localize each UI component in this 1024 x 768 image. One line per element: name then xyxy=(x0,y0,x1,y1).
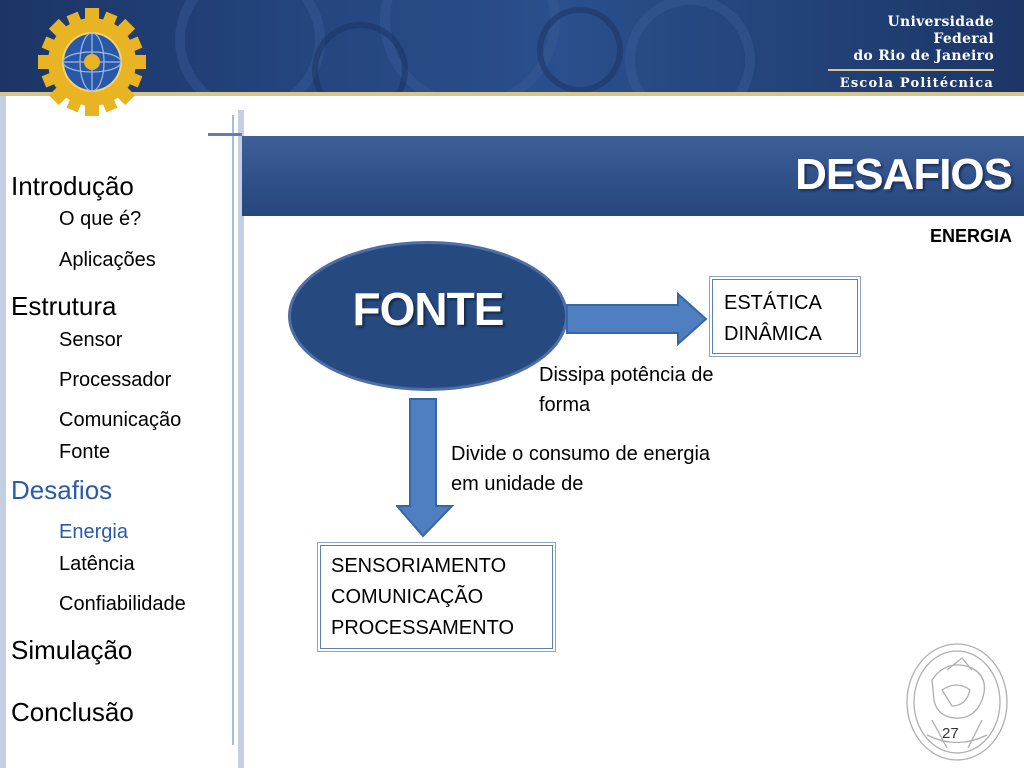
nav-divider xyxy=(232,115,234,745)
note-down-line-2: em unidade de xyxy=(451,473,584,495)
nav-item-desafios[interactable]: Desafios xyxy=(11,475,113,505)
fonte-label: FONTE xyxy=(352,283,505,335)
nav-item-sensor[interactable]: Sensor xyxy=(59,329,123,351)
university-name: Universidade Federal do Rio de Janeiro E… xyxy=(828,14,994,92)
box-item-processamento: PROCESSAMENTO xyxy=(331,617,514,639)
university-divider xyxy=(828,69,994,71)
box-item-dinamica: DINÂMICA xyxy=(724,323,822,345)
nav-right-border xyxy=(238,110,244,768)
arrow-down-icon xyxy=(396,398,454,538)
box-item-comunicacao: COMUNICAÇÃO xyxy=(331,586,484,608)
nav-item-confiabilidade[interactable]: Confiabilidade xyxy=(59,593,186,615)
note-down-line-1: Divide o consumo de energia xyxy=(451,443,711,465)
note-right-line-1: Dissipa potência de xyxy=(539,364,714,386)
nav-item-energia[interactable]: Energia xyxy=(59,521,128,543)
banner-gold-rule xyxy=(0,92,1024,96)
school-name: Escola Politécnica xyxy=(839,76,994,91)
nav-item-fonte[interactable]: Fonte xyxy=(59,441,111,463)
nav-item-aplicacoes[interactable]: Aplicações xyxy=(59,249,156,271)
activities-box: SENSORIAMENTO COMUNICAÇÃO PROCESSAMENTO xyxy=(320,545,553,649)
fonte-ellipse xyxy=(288,241,568,391)
nav-left-border xyxy=(0,96,6,768)
university-line-1: Universidade Federal xyxy=(887,14,994,47)
nav-item-o-que-e[interactable]: O que é? xyxy=(59,208,142,230)
note-dissipa-potencia: Dissipa potência de forma xyxy=(539,360,714,420)
nav-item-introducao[interactable]: Introdução xyxy=(11,171,134,201)
box-item-estatica: ESTÁTICA xyxy=(724,292,822,314)
ufrj-minerva-seal-icon xyxy=(906,643,1008,761)
nav-item-processador[interactable]: Processador xyxy=(59,369,172,391)
arrow-right-icon xyxy=(566,292,708,346)
note-right-line-2: forma xyxy=(539,394,591,416)
nav-corner-accent xyxy=(208,133,242,136)
note-divide-consumo: Divide o consumo de energia em unidade d… xyxy=(451,439,710,499)
box-item-sensoriamento: SENSORIAMENTO xyxy=(331,555,507,577)
nav-item-simulacao[interactable]: Simulação xyxy=(11,635,133,665)
page-number: 27 xyxy=(942,725,959,742)
university-line-2: do Rio de Janeiro xyxy=(853,48,994,64)
nav-item-estrutura[interactable]: Estrutura xyxy=(11,291,117,321)
slide-title: DESAFIOS xyxy=(795,150,1013,199)
static-dynamic-box: ESTÁTICA DINÂMICA xyxy=(712,279,858,354)
header-banner: Universidade Federal do Rio de Janeiro E… xyxy=(0,0,1024,92)
slide-title-bar: DESAFIOS xyxy=(242,136,1024,216)
nav-item-conclusao[interactable]: Conclusão xyxy=(11,697,134,727)
nav-item-comunicacao[interactable]: Comunicação xyxy=(59,409,182,431)
banner-background-pattern xyxy=(175,0,755,92)
escola-politecnica-gear-logo-icon xyxy=(38,8,146,116)
slide-subtitle: ENERGIA xyxy=(929,226,1012,246)
nav-item-latencia[interactable]: Latência xyxy=(59,553,135,575)
